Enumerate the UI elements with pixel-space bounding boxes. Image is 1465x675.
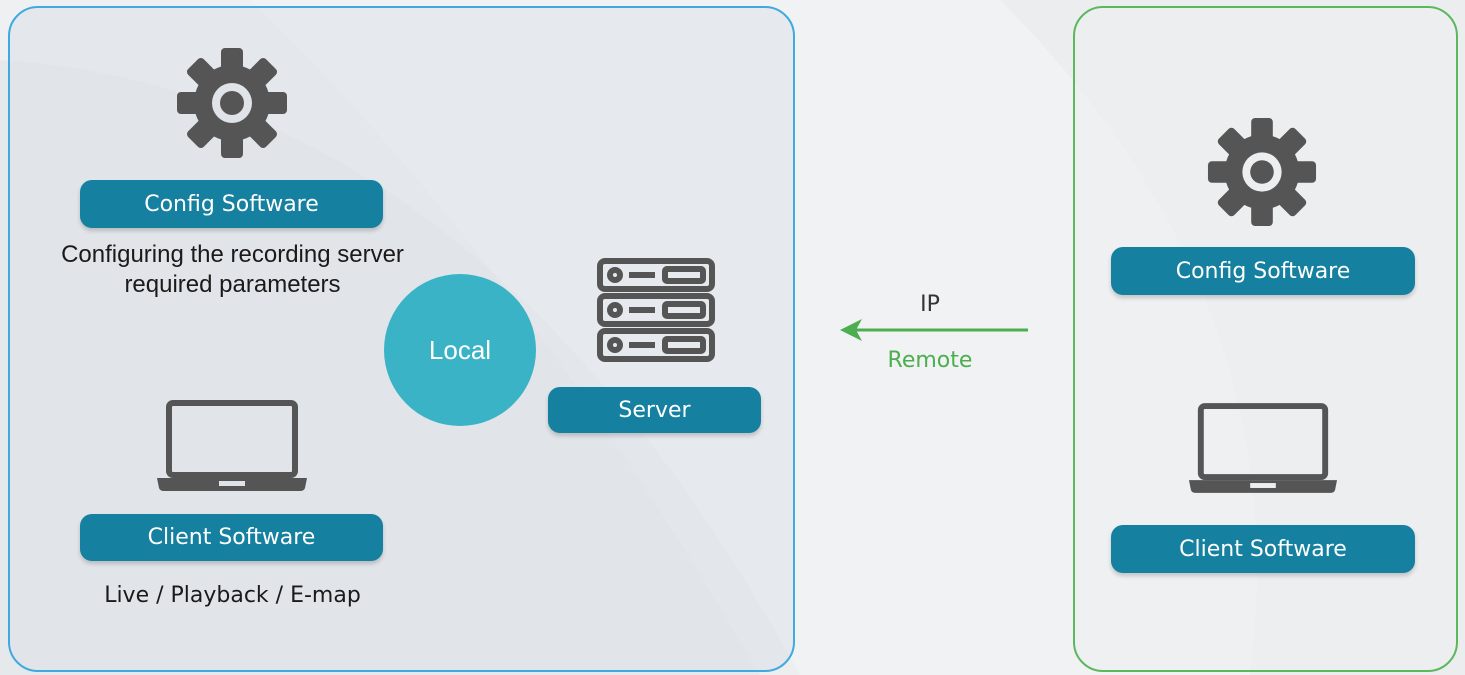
- server-label: Server: [548, 387, 761, 433]
- arrow-left-icon: [840, 319, 1028, 341]
- local-client-software-label: Client Software: [80, 514, 383, 561]
- laptop-icon: [1188, 403, 1338, 493]
- connection-mode-label: Remote: [887, 348, 973, 373]
- local-config-software-label: Config Software: [80, 180, 383, 228]
- local-circle-label: Local: [428, 334, 492, 365]
- gear-icon: [177, 48, 287, 158]
- server-icon: [597, 258, 715, 362]
- remote-config-software-label: Config Software: [1111, 247, 1415, 295]
- config-description-line-2: required parameters: [124, 271, 341, 298]
- local-config-description: Configuring the recording server require…: [20, 240, 445, 300]
- gear-icon: [1207, 117, 1317, 227]
- connection-protocol-label: IP: [920, 292, 940, 317]
- config-description-line-1: Configuring the recording server: [61, 241, 404, 268]
- local-client-description: Live / Playback / E-map: [104, 583, 361, 608]
- laptop-icon: [157, 400, 307, 491]
- local-circle: Local: [384, 274, 536, 426]
- remote-client-software-label: Client Software: [1111, 525, 1415, 573]
